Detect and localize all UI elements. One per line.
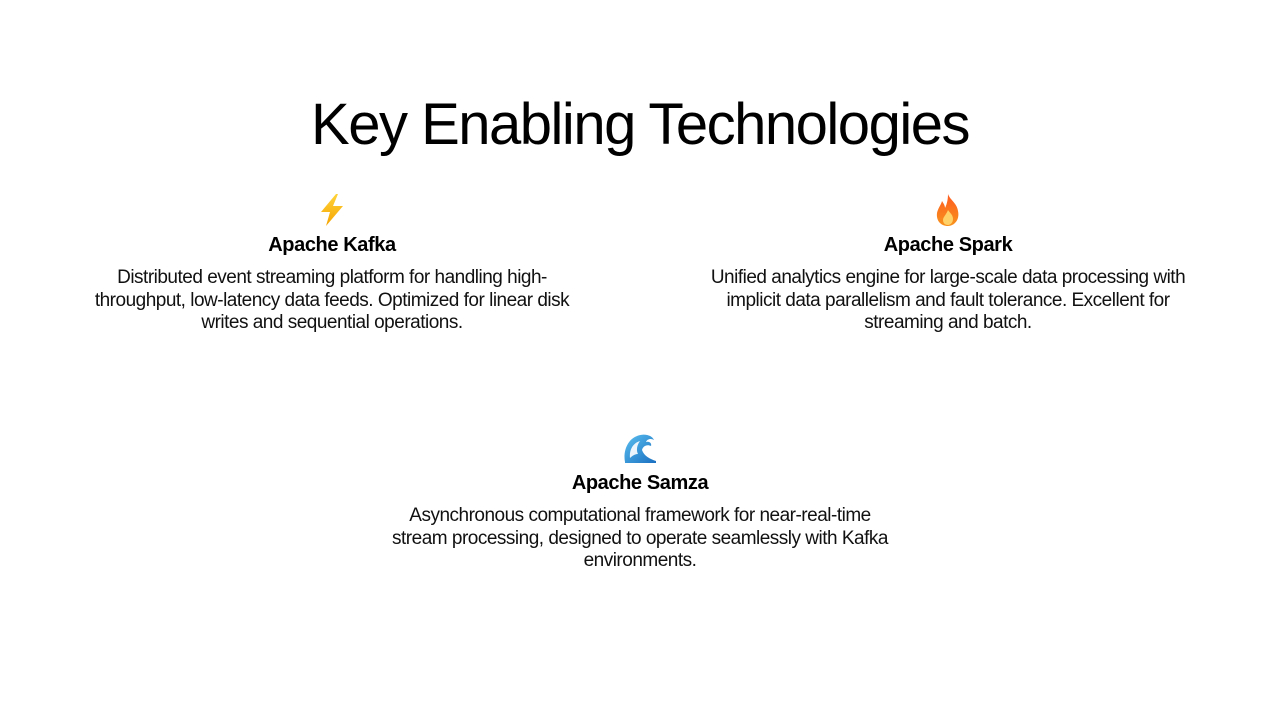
- technology-name: Apache Spark: [883, 234, 1013, 256]
- wave-icon: [388, 430, 892, 466]
- fire-icon: [696, 192, 1200, 228]
- technology-name: Apache Kafka: [268, 234, 396, 256]
- slide-title: Key Enabling Technologies: [311, 91, 970, 157]
- technology-name: Apache Samza: [571, 472, 709, 494]
- technology-card-samza: Apache Samza Asynchronous computational …: [388, 430, 892, 573]
- technology-description: Unified analytics engine for large-scale…: [710, 267, 1186, 333]
- technology-card-spark: Apache Spark Unified analytics engine fo…: [696, 192, 1200, 335]
- lightning-icon: [80, 192, 584, 228]
- technology-description: Distributed event streaming platform for…: [94, 267, 570, 333]
- technology-card-kafka: Apache Kafka Distributed event streaming…: [80, 192, 584, 335]
- technology-description: Asynchronous computational framework for…: [392, 505, 888, 571]
